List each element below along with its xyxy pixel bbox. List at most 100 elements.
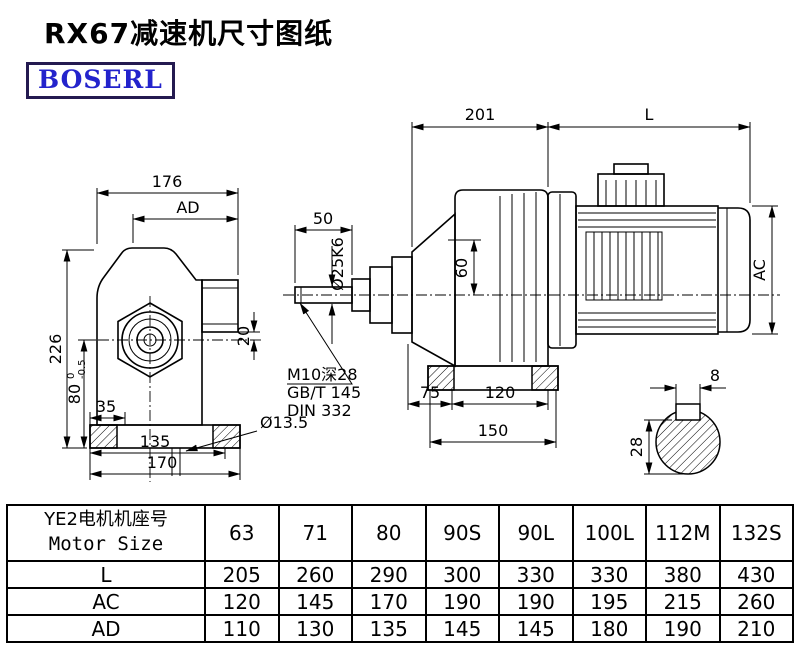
- front-view: 176 AD 226 80 0 -0.5: [46, 172, 308, 482]
- dim-L-label: L: [645, 105, 654, 124]
- value-cell: 330: [571, 560, 647, 589]
- dim-28-label: 28: [627, 437, 646, 457]
- dim-ac-label: AC: [750, 259, 769, 281]
- motor-body: [575, 205, 719, 335]
- shaft-end-notes: M10深28 GB/T 145 DIN 332: [287, 302, 361, 420]
- shaft-boss-hexagon: [117, 302, 183, 378]
- value-cell: 190: [498, 587, 574, 616]
- dim-60: 60: [448, 239, 481, 296]
- value-cell: 215: [645, 587, 721, 616]
- note-m10-label: M10深28: [287, 365, 358, 384]
- dim-80-tol-lower: -0.5: [77, 359, 88, 379]
- value-cell: 190: [645, 614, 721, 643]
- dim-135: 135: [89, 432, 226, 459]
- value-cell: 260: [277, 560, 353, 589]
- dim-135-label: 135: [140, 432, 171, 451]
- technical-drawing: 176 AD 226 80 0 -0.5: [46, 105, 780, 482]
- value-cell: 190: [424, 587, 500, 616]
- dim-170-label: 170: [147, 453, 178, 472]
- table-row-L: L 205 260 290 300 330 330 380 430: [6, 560, 794, 589]
- value-cell: 120: [204, 587, 280, 616]
- row-label-cell: AD: [6, 614, 206, 643]
- dim-226: 226: [46, 249, 94, 449]
- value-cell: 205: [204, 560, 280, 589]
- dim-hole: Ø13.5: [185, 413, 308, 452]
- dim-80-tol-upper: 0: [66, 373, 77, 379]
- value-cell: 330: [498, 560, 574, 589]
- dim-50-label: 50: [313, 209, 333, 228]
- header-cell: 90L: [498, 504, 574, 562]
- dim-ac: AC: [750, 205, 778, 335]
- fan-cowl: [718, 207, 751, 333]
- dim-hole-label: Ø13.5: [260, 413, 308, 432]
- gearbox-housing-front: [96, 247, 203, 426]
- note-gbt-label: GB/T 145: [287, 383, 361, 402]
- table-header-row: YE2电机机座号 Motor Size 63 71 80 90S 90L 100…: [6, 504, 794, 562]
- value-cell: 195: [571, 587, 647, 616]
- value-cell: 210: [718, 614, 794, 643]
- dim-60-label: 60: [452, 258, 471, 278]
- value-cell: 135: [351, 614, 427, 643]
- motor-flange: [547, 191, 577, 349]
- dim-shaft-diameter: Ø25K6: [328, 237, 347, 344]
- row-label-cell: L: [6, 560, 206, 589]
- value-cell: 380: [645, 560, 721, 589]
- dim-L: L: [547, 105, 751, 203]
- motor-size-header: YE2电机机座号 Motor Size: [6, 504, 206, 562]
- header-cell: 132S: [718, 504, 794, 562]
- value-cell: 180: [571, 614, 647, 643]
- header-cell: 80: [351, 504, 427, 562]
- dim-150: 150: [429, 390, 557, 448]
- dim-226-label: 226: [46, 334, 65, 365]
- value-cell: 290: [351, 560, 427, 589]
- row-label-cell: AC: [6, 587, 206, 616]
- dim-shaft-label: Ø25K6: [328, 237, 347, 291]
- header-cell: 71: [277, 504, 353, 562]
- value-cell: 145: [277, 587, 353, 616]
- side-view: 201 L 50 Ø25K6 60: [283, 105, 780, 448]
- motor-size-header-en: Motor Size: [48, 533, 164, 556]
- header-cell: 112M: [645, 504, 721, 562]
- shaft-section-view: 8 28: [627, 366, 726, 475]
- dim-201: 201: [411, 105, 549, 247]
- dim-80-label: 80: [65, 384, 84, 404]
- note-din-label: DIN 332: [287, 401, 352, 420]
- page-title: RX67减速机尺寸图纸: [44, 17, 334, 50]
- value-cell: 430: [718, 560, 794, 589]
- dim-20: 20: [234, 312, 260, 360]
- boserl-logo: BOSERL: [26, 62, 175, 99]
- value-cell: 170: [351, 587, 427, 616]
- value-cell: 300: [424, 560, 500, 589]
- dimension-table: YE2电机机座号 Motor Size 63 71 80 90S 90L 100…: [6, 504, 794, 643]
- value-cell: 145: [424, 614, 500, 643]
- value-cell: 130: [277, 614, 353, 643]
- dim-201-label: 201: [465, 105, 496, 124]
- dim-170: 170: [89, 448, 241, 480]
- table-row-AC: AC 120 145 170 190 190 195 215 260: [6, 587, 794, 616]
- dim-35: 35: [89, 397, 126, 425]
- dim-50: 50: [294, 209, 353, 283]
- output-cover: [201, 279, 239, 333]
- header-cell: 100L: [571, 504, 647, 562]
- table-row-AD: AD 110 130 135 145 145 180 190 210: [6, 614, 794, 643]
- housing-front-cone: [411, 212, 456, 368]
- header-cell: 90S: [424, 504, 500, 562]
- motor-size-header-cn: YE2电机机座号: [44, 509, 168, 531]
- header-cell: 63: [204, 504, 280, 562]
- dim-80: 80 0 -0.5: [65, 339, 96, 449]
- value-cell: 260: [718, 587, 794, 616]
- dim-35-label: 35: [96, 397, 116, 416]
- dim-176-label: 176: [152, 172, 183, 191]
- dim-8-label: 8: [710, 366, 720, 385]
- dim-ad: AD: [132, 198, 239, 243]
- value-cell: 145: [498, 614, 574, 643]
- dim-176: 176: [96, 172, 239, 275]
- dim-150-label: 150: [478, 421, 509, 440]
- dim-120-label: 120: [485, 383, 516, 402]
- motor-fin-section: [585, 231, 663, 301]
- keyway: [675, 403, 701, 421]
- dim-20-label: 20: [234, 326, 253, 346]
- terminal-box: [597, 173, 665, 207]
- dim-8: 8: [650, 366, 726, 404]
